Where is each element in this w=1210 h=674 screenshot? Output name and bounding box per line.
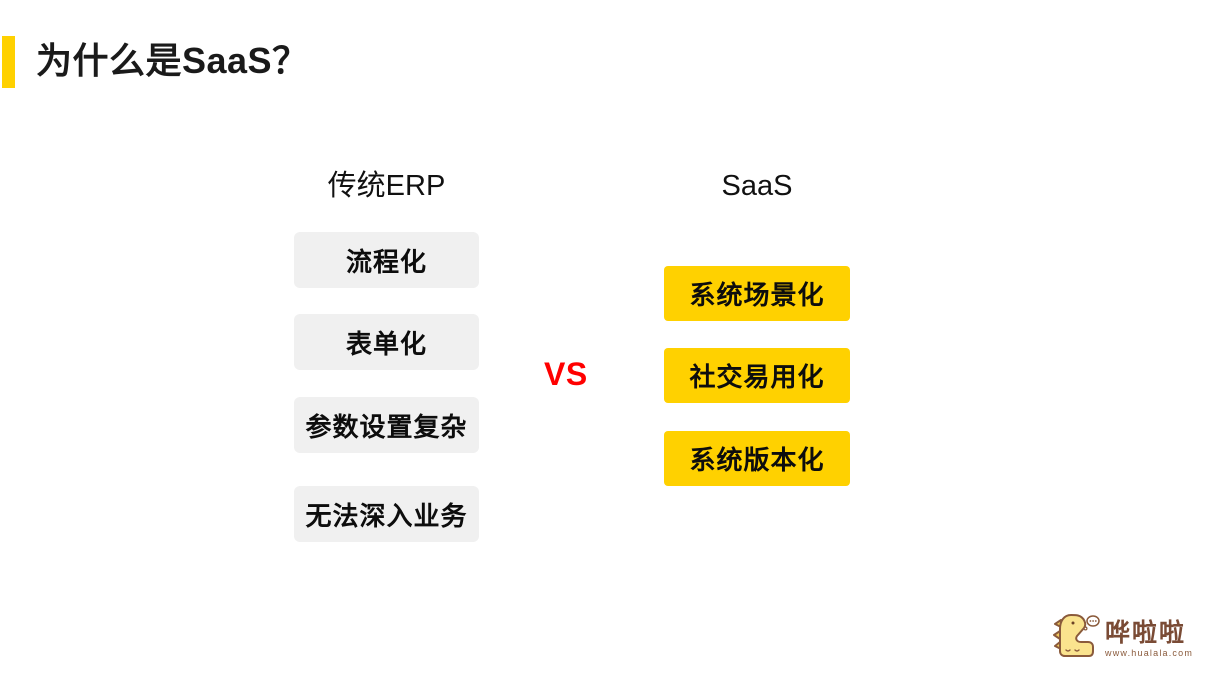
saas-item-box: 社交易用化 [664, 348, 850, 403]
saas-item-box: 系统场景化 [664, 266, 850, 321]
erp-item-box: 无法深入业务 [294, 486, 479, 542]
erp-item-box: 参数设置复杂 [294, 397, 479, 453]
slide-title: 为什么是SaaS？ [36, 40, 309, 81]
erp-column-header: 传统ERP [327, 170, 446, 202]
hualala-dino-mascot-icon [1051, 611, 1101, 664]
erp-item-box: 表单化 [294, 314, 479, 370]
title-accent-bar [2, 36, 15, 88]
brand-name: 哗啦啦 [1105, 619, 1187, 647]
saas-item-box: 系统版本化 [664, 431, 850, 486]
saas-column-header: SaaS [721, 170, 793, 202]
brand-url: www.hualala.com [1105, 648, 1194, 658]
erp-item-box: 流程化 [294, 232, 479, 288]
vs-label: VS [544, 356, 588, 392]
brand-logo: 哗啦啦 www.hualala.com [1051, 611, 1193, 664]
